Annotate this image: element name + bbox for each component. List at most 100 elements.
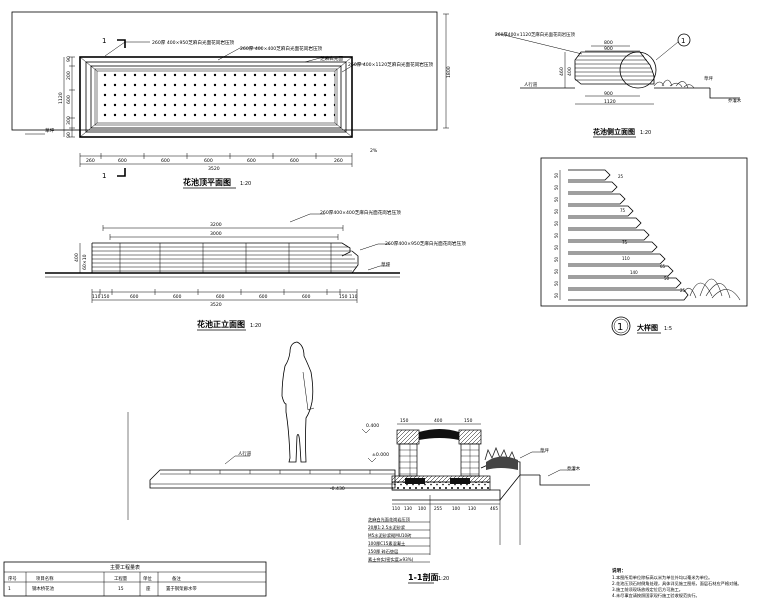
front-callout-2: 260厚400×950芝麻白光面花岗岩压顶: [385, 240, 466, 247]
notes-item-3: 3.施工前须现场放线定位后方可施工。: [612, 586, 683, 593]
plan-bottom-total: 3520: [208, 166, 220, 172]
side-top-dim-2: 900: [604, 46, 613, 52]
svg-text:90: 90: [66, 132, 72, 138]
section-elev-top: 0.400: [366, 423, 379, 429]
svg-text:600: 600: [130, 294, 139, 300]
svg-text:座: 座: [146, 585, 151, 592]
side-bottom-dim-1: 900: [604, 91, 613, 97]
svg-text:260: 260: [86, 158, 95, 164]
notes-block: 说明： 1.本图所用单位除标高以米为单位外均以毫米为单位。 2.花池压顶石材倒角…: [612, 567, 742, 599]
plan-grass-label: 草坪: [45, 127, 55, 134]
section-view: -0.430 ±0.000 0.400 150 400 150: [127, 341, 590, 584]
section-top-dim-2: 400: [434, 418, 443, 424]
table-header-5: 备注: [172, 575, 181, 582]
svg-text:100: 100: [418, 506, 426, 511]
svg-text:260: 260: [334, 158, 343, 164]
svg-text:600: 600: [247, 158, 256, 164]
section-left-note: 人行道: [238, 450, 252, 457]
svg-text:50: 50: [554, 172, 559, 178]
section-elev-zero: ±0.000: [372, 452, 389, 458]
plan-callout-4: 260厚 400×1120芝麻白光面花岗岩压顶: [348, 61, 433, 68]
svg-text:200: 200: [66, 71, 72, 80]
notes-title: 说明：: [612, 567, 626, 574]
plan-title: 花池顶平面图: [183, 177, 231, 187]
side-callout: 260厚400×1120芝麻白光面花岗岩压顶: [495, 31, 576, 38]
svg-text:50: 50: [554, 232, 559, 238]
svg-text:25: 25: [618, 174, 624, 179]
svg-text:90: 90: [66, 56, 72, 62]
detail-bubble: [611, 316, 631, 336]
svg-text:110: 110: [392, 506, 400, 511]
notes-item-2: 2.花池压顶石材倒角处理，具体详见施工图纸，面层石材应严格对缝。: [612, 580, 742, 587]
front-top-dim-2: 3000: [210, 231, 222, 237]
svg-text:50: 50: [554, 184, 559, 190]
svg-text:110: 110: [622, 256, 630, 261]
svg-text:50: 50: [664, 276, 670, 281]
svg-text:50: 50: [554, 220, 559, 226]
side-elevation: 800 900 900 1120 460 400 260厚400×1120芝麻白…: [495, 31, 742, 138]
side-left-dim-1: 460: [559, 67, 565, 76]
svg-text:50: 50: [554, 280, 559, 286]
plan-section-mark-top: 1: [102, 37, 106, 45]
section-elev-low: -0.430: [330, 486, 345, 492]
svg-text:600: 600: [216, 294, 225, 300]
section-right-note: 草坪: [540, 447, 549, 454]
plan-section-mark-bottom: 1: [102, 172, 106, 180]
side-title: 花池侧立面图: [593, 127, 635, 136]
svg-text:600: 600: [66, 95, 72, 104]
side-right-note: 草坪: [704, 75, 713, 82]
svg-text:75: 75: [622, 240, 628, 245]
front-left-dim-2: 60×10: [82, 254, 88, 270]
svg-text:置于钢架廊水带: 置于钢架廊水带: [166, 585, 197, 592]
side-detail-bubble: [677, 33, 691, 47]
svg-text:50: 50: [554, 256, 559, 262]
detail-dims: 50 50 50 50 50 50 50 50 50 50 50: [554, 172, 559, 298]
section-top-dim-3: 150: [464, 418, 473, 424]
front-scale: 1:20: [250, 323, 261, 329]
plan-view: 260厚 400×950芝麻白光面花岗岩压顶 260厚 400×400芝麻白光面…: [11, 11, 452, 189]
svg-text:600: 600: [259, 294, 268, 300]
plan-scale: 1:20: [240, 181, 251, 187]
planter-outer-rim: [79, 56, 353, 138]
detail-step-slabs: [568, 169, 689, 301]
svg-text:150厚 碎石垫层: 150厚 碎石垫层: [368, 548, 398, 555]
svg-text:150: 150: [101, 294, 110, 300]
svg-text:75: 75: [620, 208, 626, 213]
section-title: 1-1剖面: [408, 572, 438, 582]
svg-text:130: 130: [404, 506, 412, 511]
section-right-note-2: 乔灌木: [567, 465, 581, 472]
svg-text:150: 150: [339, 294, 348, 300]
section-scale: 1:20: [438, 576, 449, 582]
table-header-2: 项目名称: [36, 575, 54, 582]
planter-section: [391, 429, 501, 501]
svg-text:50: 50: [554, 292, 559, 298]
front-bottom-dims: 110 150 600 600 600 600 600 150 110: [92, 294, 358, 300]
svg-text:50: 50: [554, 244, 559, 250]
table-header-4: 单位: [143, 575, 152, 582]
plan-callout-2: 260厚 400×400芝麻白光面花岗岩压顶: [240, 45, 323, 52]
detail-scale: 1:5: [664, 326, 672, 332]
side-bubble-label: 1: [681, 37, 685, 45]
table-title: 主要工程量表: [110, 564, 140, 571]
detail-offsets: 25 75 75 110 140 65 50 25: [618, 174, 686, 293]
svg-text:25: 25: [680, 288, 686, 293]
svg-text:素土夯实(密实度≥93%): 素土夯实(密实度≥93%): [368, 556, 414, 563]
detail-bubble-label: 1: [617, 322, 623, 333]
plan-right-total: 1800: [446, 66, 452, 78]
svg-text:600: 600: [302, 294, 311, 300]
side-right-note-2: 乔灌木: [728, 97, 742, 104]
svg-text:300: 300: [66, 116, 72, 125]
plan-callout-1: 260厚 400×950芝麻白光面花岗岩压顶: [152, 39, 235, 46]
svg-text:255: 255: [434, 506, 442, 511]
front-elevation: 3200 3000 260厚400×400芝麻白光面花岗岩压顶 260厚400×…: [45, 209, 466, 331]
section-top-dim-1: 150: [400, 418, 409, 424]
front-left-dim-1: 400: [74, 253, 80, 262]
side-scale: 1:20: [640, 130, 651, 136]
svg-text:600: 600: [118, 158, 127, 164]
svg-text:65: 65: [660, 264, 666, 269]
table-header-3: 工程量: [114, 575, 128, 582]
svg-text:140: 140: [630, 270, 638, 275]
section-bottom-dims: 110 130 100 255 100 130: [392, 506, 476, 511]
front-bottom-total: 3520: [210, 302, 222, 308]
